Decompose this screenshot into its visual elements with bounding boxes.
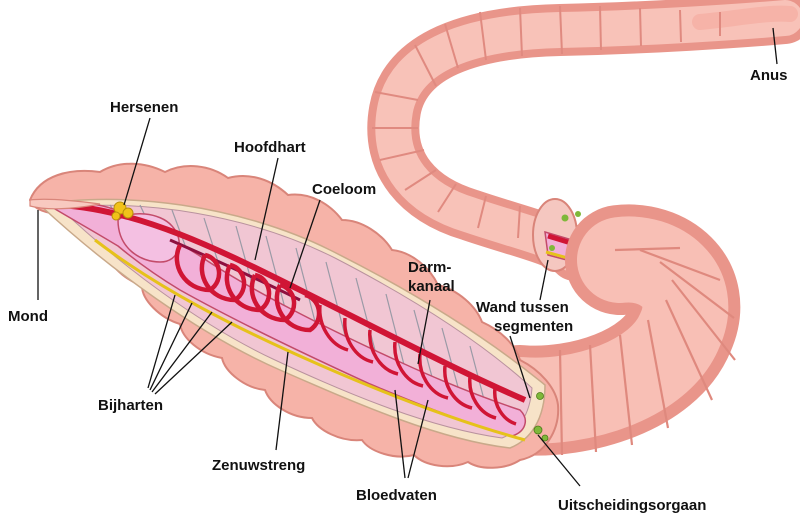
label-darmkanaal-line1: Darm- [408,259,451,276]
label-coeloom: Coeloom [312,181,376,198]
worm-tail-tip [700,14,790,22]
label-mond: Mond [8,308,48,325]
label-wand-line1: Wand tussen [476,299,569,316]
label-hersenen: Hersenen [110,99,178,116]
label-bloedvaten: Bloedvaten [356,487,437,504]
label-uitscheidingsorgaan: Uitscheidingsorgaan [558,497,706,514]
label-bijharten: Bijharten [98,397,163,414]
label-wand-line2: segmenten [494,318,573,335]
label-zenuwstreng: Zenuwstreng [212,457,305,474]
label-darmkanaal-line2: kanaal [408,278,455,295]
label-hoofdhart: Hoofdhart [234,139,306,156]
label-anus: Anus [750,67,788,84]
worm-tail-section [372,6,790,255]
